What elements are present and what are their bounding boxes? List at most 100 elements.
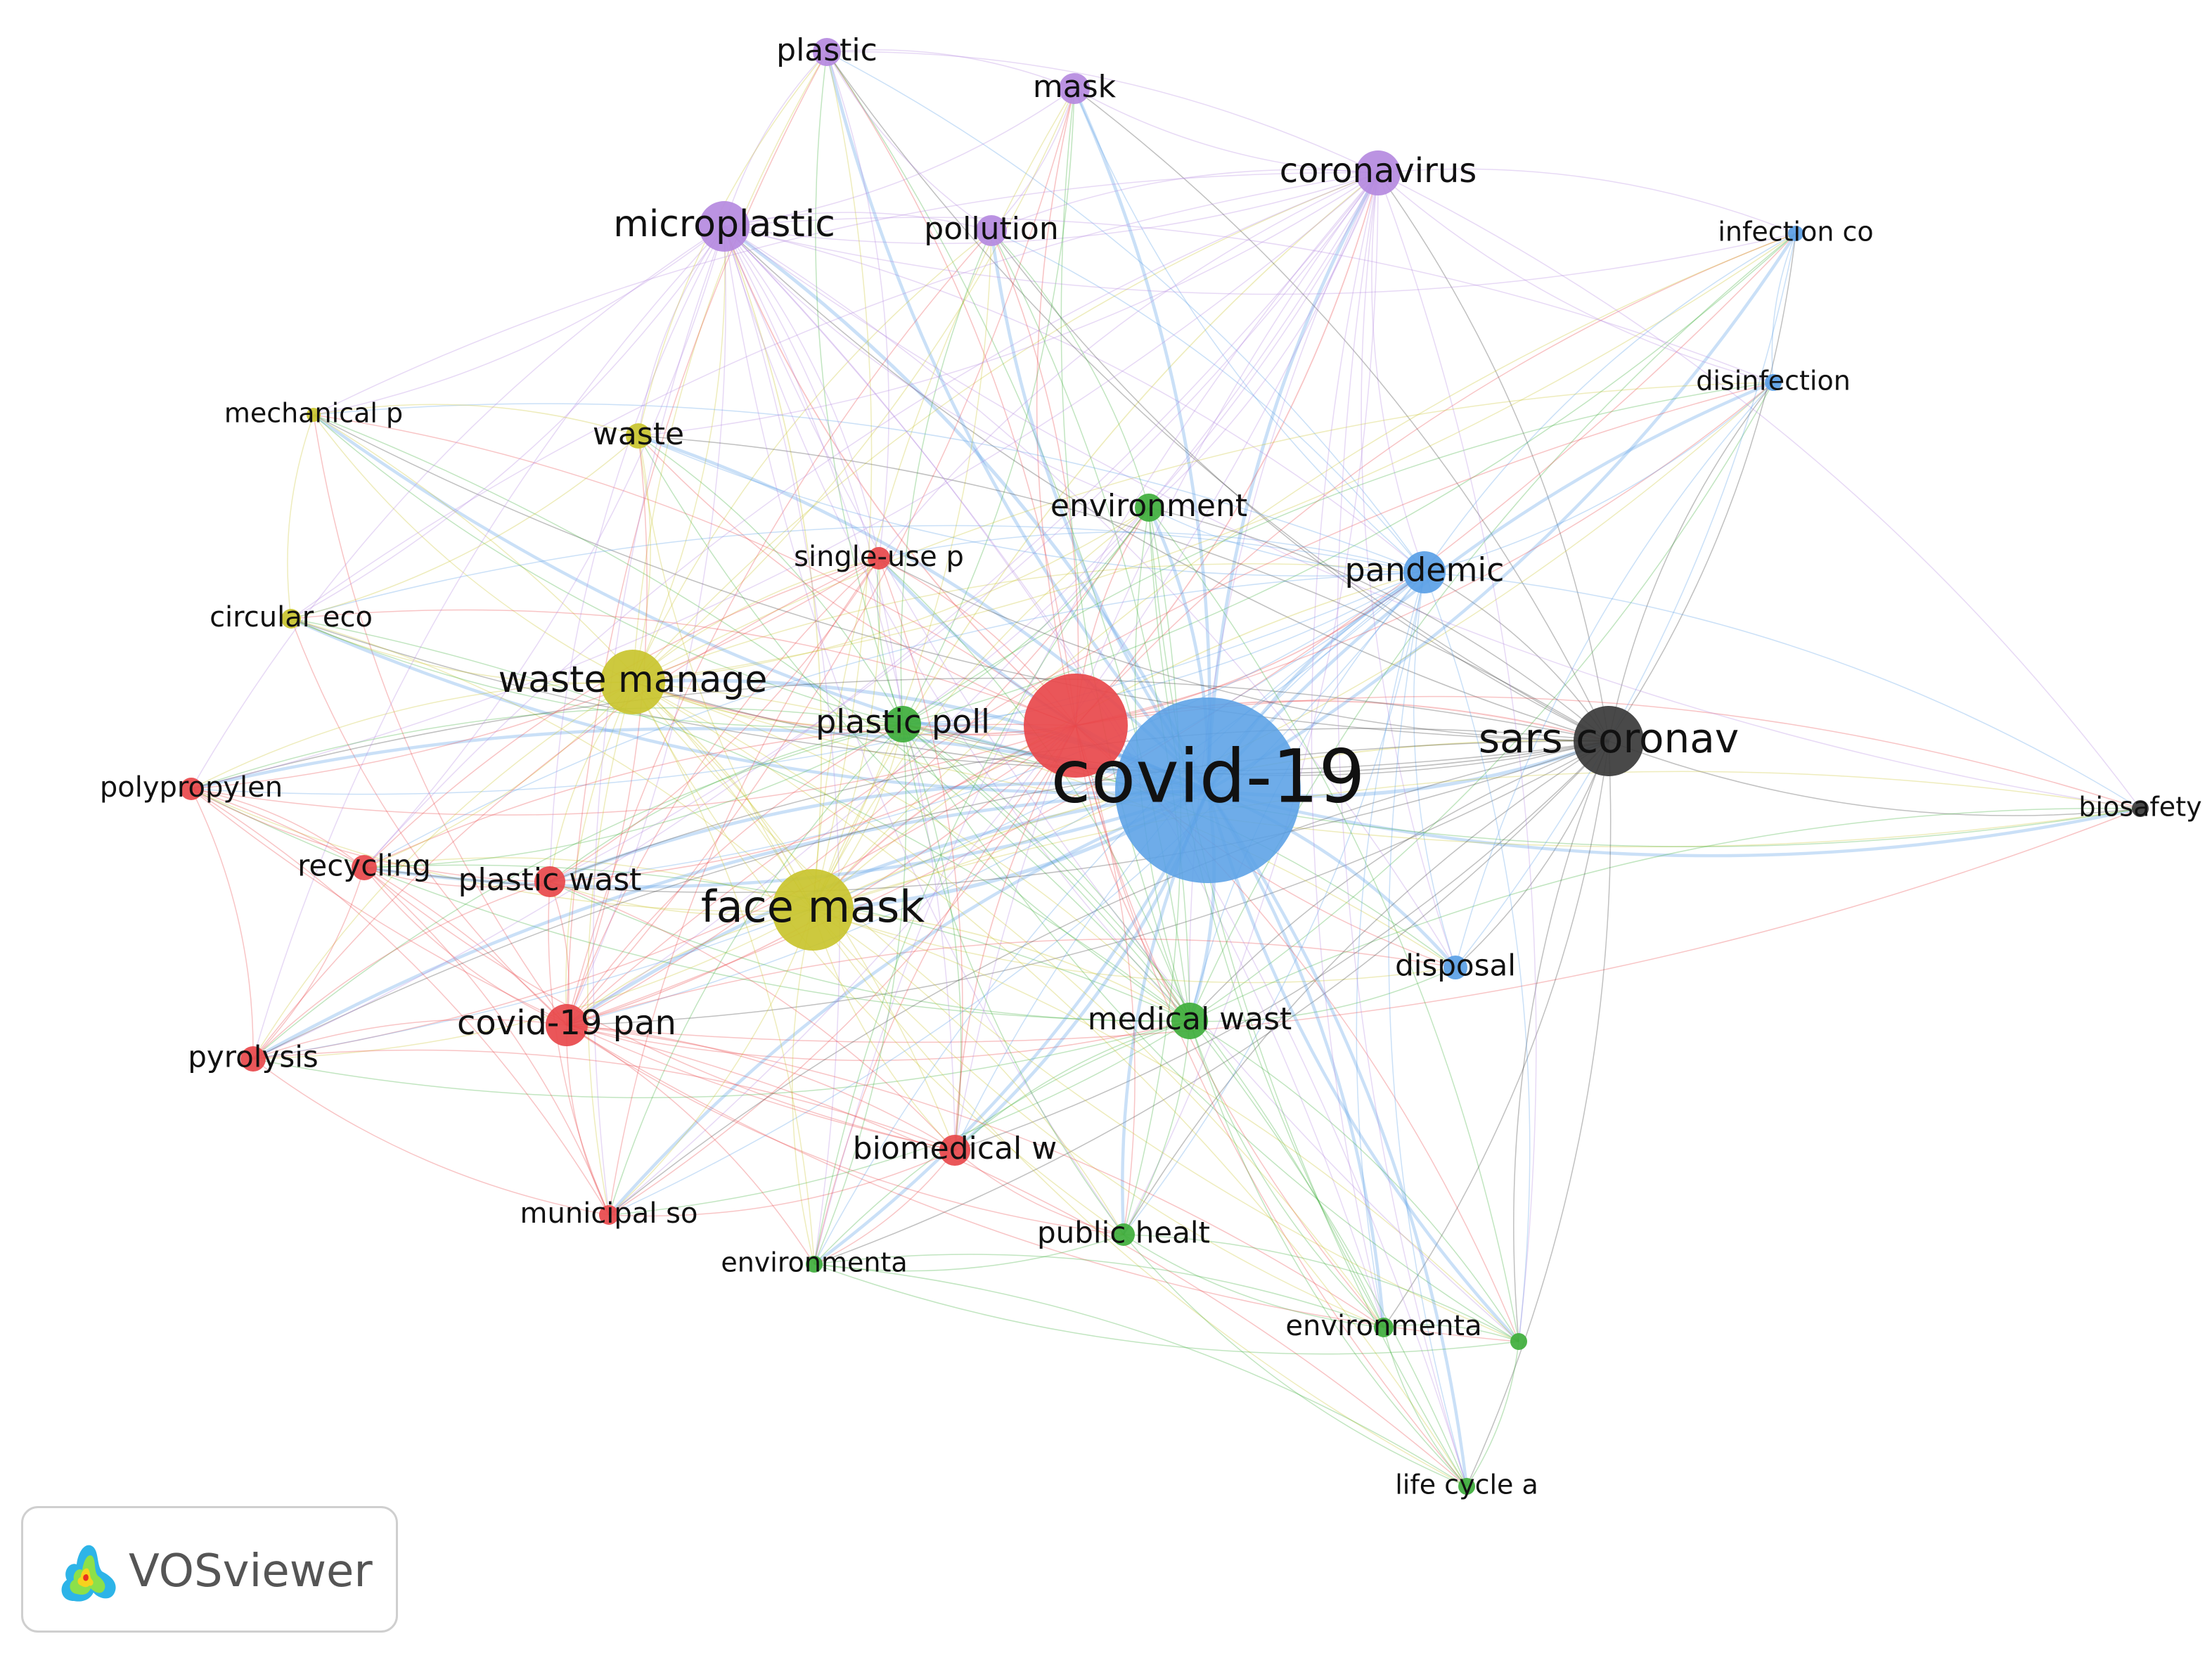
edge-municipal-plasticpoll bbox=[608, 723, 904, 1216]
edge-disinfection-covid19_red bbox=[1075, 382, 1774, 726]
node-label-coronavirus: coronavirus bbox=[1280, 151, 1477, 191]
edge-waste-pandemic bbox=[638, 435, 1425, 577]
edge-environmenta2-medicalwast bbox=[1189, 1020, 1384, 1328]
edge-mask-facemask bbox=[812, 88, 1075, 911]
edge-lifecycle-covidpan bbox=[566, 1024, 1467, 1487]
edge-mask-plasticpoll bbox=[902, 88, 1075, 725]
edge-biomedical-sars bbox=[954, 740, 1609, 1151]
node-plasticwast[interactable] bbox=[534, 866, 565, 897]
edge-pyrolysis-sars bbox=[252, 740, 1609, 1060]
node-biosafety[interactable] bbox=[2132, 800, 2149, 817]
edge-biosafety-microplastic bbox=[724, 226, 2141, 809]
node-plasticpoll[interactable] bbox=[885, 706, 921, 742]
node-label-environmenta1: environmenta bbox=[721, 1247, 907, 1278]
node-covid19_red[interactable] bbox=[1024, 674, 1128, 778]
edge-environmenta2-greendot bbox=[1383, 1324, 1519, 1342]
node-environment[interactable] bbox=[1135, 494, 1163, 522]
node-waste[interactable] bbox=[626, 423, 651, 449]
node-lifecycle[interactable] bbox=[1458, 1478, 1475, 1495]
edge-greendot-plasticpoll bbox=[902, 723, 1519, 1342]
node-singleuse[interactable] bbox=[868, 547, 890, 570]
node-recycling[interactable] bbox=[352, 855, 377, 880]
node-microplastic[interactable] bbox=[699, 201, 750, 252]
node-disposal[interactable] bbox=[1443, 956, 1467, 979]
edge-pyrolysis-facemask bbox=[252, 909, 814, 1060]
edge-environment-sars bbox=[1148, 507, 1609, 742]
edge-pyrolysis-coronavirus bbox=[252, 172, 1379, 1060]
node-polypropylen[interactable] bbox=[180, 778, 202, 800]
node-mask[interactable] bbox=[1059, 73, 1090, 104]
edge-disinfection-medicalwast bbox=[1189, 382, 1774, 1022]
edge-infection-wastemanage bbox=[632, 233, 1796, 683]
edge-publichealt-wastemanage bbox=[632, 681, 1124, 1235]
edge-polypropylen-medicalwast bbox=[191, 788, 1190, 1022]
edge-polypropylen-recycling bbox=[191, 788, 365, 868]
edge-waste-microplastic bbox=[638, 226, 725, 437]
node-label-covidpan: covid-19 pan bbox=[457, 1003, 676, 1043]
node-label-circular: circular eco bbox=[210, 601, 373, 633]
edge-environment-environmenta2 bbox=[1148, 507, 1384, 1328]
edge-infection-disinfection bbox=[1771, 233, 1796, 383]
node-municipal[interactable] bbox=[599, 1205, 619, 1225]
edge-pyrolysis-microplastic bbox=[252, 226, 725, 1060]
edge-disinfection-microplastic bbox=[724, 217, 1774, 383]
edge-circular-covid19 bbox=[290, 617, 1209, 795]
node-covid19[interactable] bbox=[1115, 697, 1301, 883]
edge-mask-sars bbox=[1074, 88, 1609, 742]
node-mechanical[interactable] bbox=[307, 408, 321, 422]
edge-pandemic-covidpan bbox=[566, 572, 1425, 1026]
node-circular[interactable] bbox=[281, 609, 301, 629]
edge-environmenta1-medicalwast bbox=[814, 1020, 1190, 1265]
edge-covid19_red-pandemic bbox=[1075, 572, 1425, 726]
node-pyrolysis[interactable] bbox=[240, 1046, 266, 1072]
node-label-microplastic: microplastic bbox=[613, 203, 835, 245]
node-covidpan[interactable] bbox=[546, 1004, 588, 1046]
edge-recycling-municipal bbox=[364, 867, 610, 1216]
edge-greendot-lifecycle bbox=[1466, 1341, 1519, 1487]
node-environmenta1[interactable] bbox=[806, 1256, 823, 1273]
edge-environment-covidpan bbox=[566, 507, 1150, 1026]
node-environmenta2[interactable] bbox=[1374, 1318, 1394, 1337]
edge-plasticwast-pandemic bbox=[549, 572, 1425, 882]
node-label-municipal: municipal so bbox=[520, 1197, 698, 1230]
edge-sars-coronavirus bbox=[1377, 172, 1609, 742]
edge-plasticpoll-covidpan bbox=[566, 723, 904, 1026]
node-sars[interactable] bbox=[1574, 706, 1644, 776]
edge-municipal-medicalwast bbox=[608, 1020, 1190, 1216]
edge-publichealt-lifecycle bbox=[1123, 1234, 1467, 1487]
node-disinfection[interactable] bbox=[1765, 374, 1782, 391]
edge-pyrolysis-plasticpoll bbox=[252, 723, 904, 1060]
edge-mechanical-pandemic bbox=[313, 403, 1425, 573]
node-facemask[interactable] bbox=[772, 869, 854, 951]
node-biomedical[interactable] bbox=[939, 1135, 970, 1166]
node-medicalwast[interactable] bbox=[1171, 1003, 1208, 1039]
edge-pollution-sars bbox=[991, 230, 1609, 742]
node-pandemic[interactable] bbox=[1403, 551, 1446, 593]
node-pollution[interactable] bbox=[976, 215, 1007, 246]
edge-polypropylen-pyrolysis bbox=[191, 788, 254, 1060]
edge-municipal-microplastic bbox=[592, 226, 725, 1216]
node-greendot[interactable] bbox=[1510, 1333, 1527, 1350]
node-coronavirus[interactable] bbox=[1356, 150, 1401, 195]
edge-greendot-coronavirus bbox=[1377, 172, 1537, 1342]
edge-publichealt-covid19_red bbox=[1075, 725, 1136, 1235]
edge-publichealt-microplastic bbox=[724, 226, 1124, 1235]
edge-plastic-coronavirus bbox=[826, 51, 1379, 174]
node-plastic[interactable] bbox=[813, 38, 841, 66]
edge-environmenta1-facemask bbox=[792, 909, 815, 1265]
edge-disinfection-covid19 bbox=[1207, 380, 1774, 792]
edge-sars-medicalwast bbox=[1189, 740, 1609, 1022]
node-infection[interactable] bbox=[1788, 226, 1803, 241]
edge-disinfection-sars bbox=[1608, 382, 1774, 742]
edge-circular-microplastic bbox=[290, 226, 725, 619]
edge-sars-covidpan bbox=[566, 740, 1609, 1026]
edge-singleuse-pyrolysis bbox=[252, 558, 880, 1060]
edge-greendot-facemask bbox=[812, 909, 1519, 1342]
edge-environmenta1-biomedical bbox=[814, 1150, 956, 1265]
node-wastemanage[interactable] bbox=[600, 650, 665, 714]
node-label-plasticpoll: plastic poll bbox=[816, 703, 990, 741]
edge-lifecycle-pandemic bbox=[1388, 572, 1467, 1487]
edge-environmenta1-greendot bbox=[814, 1263, 1519, 1355]
node-publichealt[interactable] bbox=[1112, 1223, 1135, 1246]
